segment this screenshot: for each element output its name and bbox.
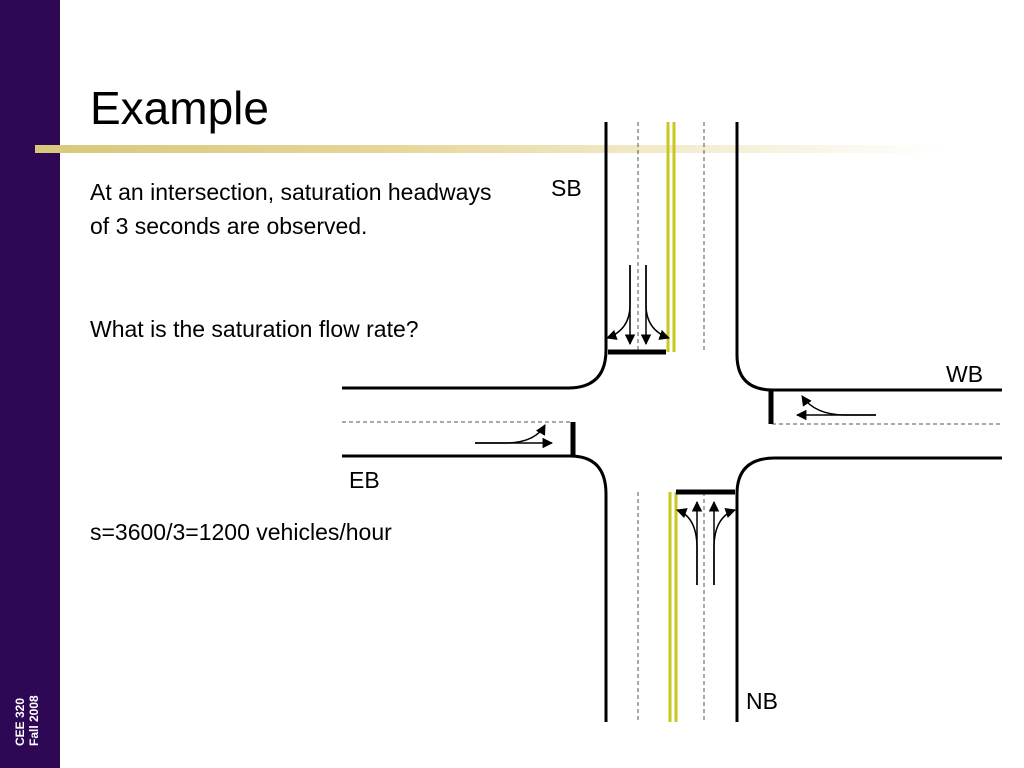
label-eastbound: EB bbox=[349, 467, 380, 493]
southbound-right-turn-arrow bbox=[606, 265, 631, 340]
title-underline bbox=[35, 145, 945, 153]
label-westbound: WB bbox=[946, 361, 983, 387]
slide-title: Example bbox=[90, 82, 269, 134]
southbound-left-turn-arrow bbox=[645, 265, 670, 340]
westbound-left-turn-arrow bbox=[801, 395, 876, 416]
road-edges bbox=[342, 122, 1002, 722]
label-southbound: SB bbox=[551, 175, 582, 201]
stop-bars bbox=[570, 349, 774, 495]
road-edge-southeast bbox=[735, 456, 1002, 722]
answer-text: s=3600/3=1200 vehicles/hour bbox=[90, 519, 392, 545]
lane-lines bbox=[342, 122, 1002, 722]
road-edge-northeast bbox=[735, 122, 1002, 392]
road-edge-southwest bbox=[342, 454, 608, 722]
movement-arrows bbox=[475, 265, 876, 585]
northbound-right-turn-arrow bbox=[713, 508, 736, 585]
northbound-left-turn-arrow bbox=[676, 508, 698, 585]
question-text: What is the saturation flow rate? bbox=[90, 316, 419, 342]
road-edge-northwest bbox=[342, 122, 608, 390]
centerline bbox=[666, 122, 678, 722]
label-northbound: NB bbox=[746, 688, 778, 714]
eastbound-left-turn-arrow bbox=[475, 424, 546, 444]
problem-statement: At an intersection, saturation headways … bbox=[90, 179, 492, 239]
sidebar: CEE 320 Fall 2008 bbox=[0, 0, 60, 768]
